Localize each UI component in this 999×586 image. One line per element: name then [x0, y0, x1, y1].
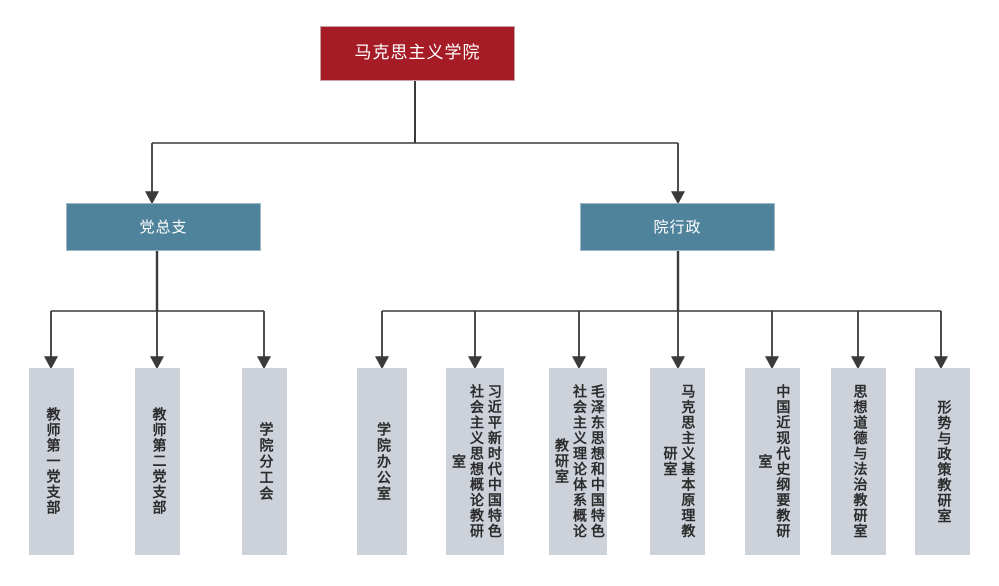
node-branch-admin[interactable]: 院行政	[580, 203, 775, 251]
node-leaf-teacher-branch-2[interactable]: 教师第二党支部	[135, 368, 180, 555]
node-branch-party-label: 党总支	[139, 218, 188, 236]
node-root-machine[interactable]: 马克思主义学院	[320, 26, 515, 81]
node-leaf-xi-thought[interactable]: 习近平新时代中国特色社会主义思想概论教研室	[446, 368, 504, 555]
node-leaf-union-label: 学院分工会	[257, 421, 274, 502]
node-leaf-teacher-branch-1-label: 教师第一党支部	[44, 407, 61, 516]
node-leaf-union[interactable]: 学院分工会	[242, 368, 287, 555]
node-leaf-situation-policy-label: 形势与政策教研室	[935, 399, 952, 524]
node-leaf-marxism-basics[interactable]: 马克思主义基本原理教研室	[650, 368, 705, 555]
node-leaf-modern-history[interactable]: 中国近现代史纲要教研室	[745, 368, 800, 555]
node-root-label: 马克思主义学院	[354, 43, 481, 64]
node-leaf-modern-history-label: 中国近现代史纲要教研室	[756, 384, 791, 539]
node-leaf-xi-thought-label: 习近平新时代中国特色社会主义思想概论教研室	[450, 384, 502, 539]
node-leaf-morality-law-label: 思想道德与法治教研室	[851, 384, 868, 539]
node-leaf-situation-policy[interactable]: 形势与政策教研室	[915, 368, 970, 555]
node-leaf-teacher-branch-2-label: 教师第二党支部	[150, 407, 167, 516]
node-leaf-morality-law[interactable]: 思想道德与法治教研室	[831, 368, 886, 555]
node-branch-party[interactable]: 党总支	[66, 203, 261, 251]
node-branch-admin-label: 院行政	[653, 218, 702, 236]
node-leaf-mao-thought[interactable]: 毛泽东思想和中国特色社会主义理论体系概论教研室	[549, 368, 607, 555]
node-leaf-college-office-label: 学院办公室	[374, 421, 391, 502]
node-leaf-college-office[interactable]: 学院办公室	[357, 368, 407, 555]
node-leaf-teacher-branch-1[interactable]: 教师第一党支部	[29, 368, 74, 555]
node-leaf-mao-thought-label: 毛泽东思想和中国特色社会主义理论体系概论教研室	[553, 384, 605, 539]
node-leaf-marxism-basics-label: 马克思主义基本原理教研室	[661, 384, 696, 539]
